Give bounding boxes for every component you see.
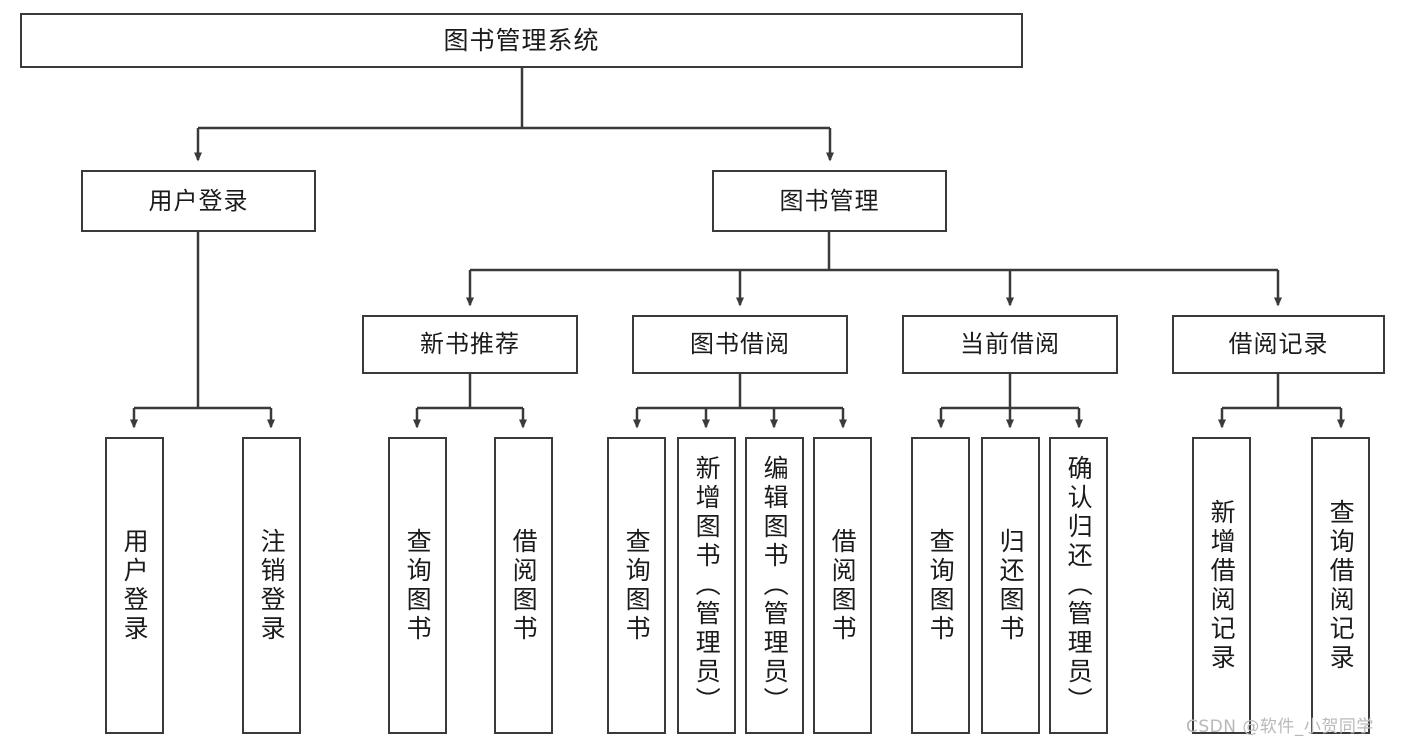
node-label: 当前借阅 [960,330,1060,359]
node-label: 查询图书 [403,527,433,644]
node-current-borrow[interactable]: 当前借阅 [902,315,1118,374]
node-book-management[interactable]: 图书管理 [712,170,947,232]
watermark-text: CSDN @软件_小贺同学 [1186,717,1374,737]
leaf-book-borrow-borrow[interactable]: 借阅图书 [813,437,872,734]
node-label: 编辑图书（管理员） [760,455,790,716]
node-label: 图书管理系统 [443,25,600,55]
node-label: 图书借阅 [690,330,790,359]
node-root-book-management-system[interactable]: 图书管理系统 [20,13,1023,68]
leaf-borrow-record-query[interactable]: 查询借阅记录 [1311,437,1370,734]
node-label: 借阅图书 [828,527,858,644]
node-user-login[interactable]: 用户登录 [81,170,316,232]
node-label: 用户登录 [120,527,150,644]
node-label: 新书推荐 [420,330,520,359]
leaf-current-borrow-return[interactable]: 归还图书 [981,437,1040,734]
node-label: 借阅图书 [509,527,539,644]
leaf-borrow-record-add[interactable]: 新增借阅记录 [1192,437,1251,734]
node-label: 新增借阅记录 [1207,498,1237,673]
node-label: 查询图书 [622,527,652,644]
node-label: 查询图书 [926,527,956,644]
node-book-borrow[interactable]: 图书借阅 [632,315,848,374]
node-label: 确认归还（管理员） [1064,455,1094,716]
leaf-user-login-login[interactable]: 用户登录 [105,437,164,734]
leaf-book-borrow-add[interactable]: 新增图书（管理员） [677,437,736,734]
node-new-book-recommend[interactable]: 新书推荐 [362,315,578,374]
leaf-current-borrow-query[interactable]: 查询图书 [911,437,970,734]
node-label: 归还图书 [996,527,1026,644]
node-label: 新增图书（管理员） [692,455,722,716]
leaf-new-book-query[interactable]: 查询图书 [388,437,447,734]
node-label: 注销登录 [257,527,287,644]
node-label: 借阅记录 [1228,330,1329,359]
leaf-current-borrow-confirm-return[interactable]: 确认归还（管理员） [1049,437,1108,734]
node-label: 图书管理 [779,186,880,215]
node-label: 用户登录 [148,186,249,215]
node-label: 查询借阅记录 [1326,498,1356,673]
node-borrow-record[interactable]: 借阅记录 [1172,315,1385,374]
leaf-book-borrow-query[interactable]: 查询图书 [607,437,666,734]
leaf-book-borrow-edit[interactable]: 编辑图书（管理员） [745,437,804,734]
leaf-user-login-logout[interactable]: 注销登录 [242,437,301,734]
leaf-new-book-borrow[interactable]: 借阅图书 [494,437,553,734]
